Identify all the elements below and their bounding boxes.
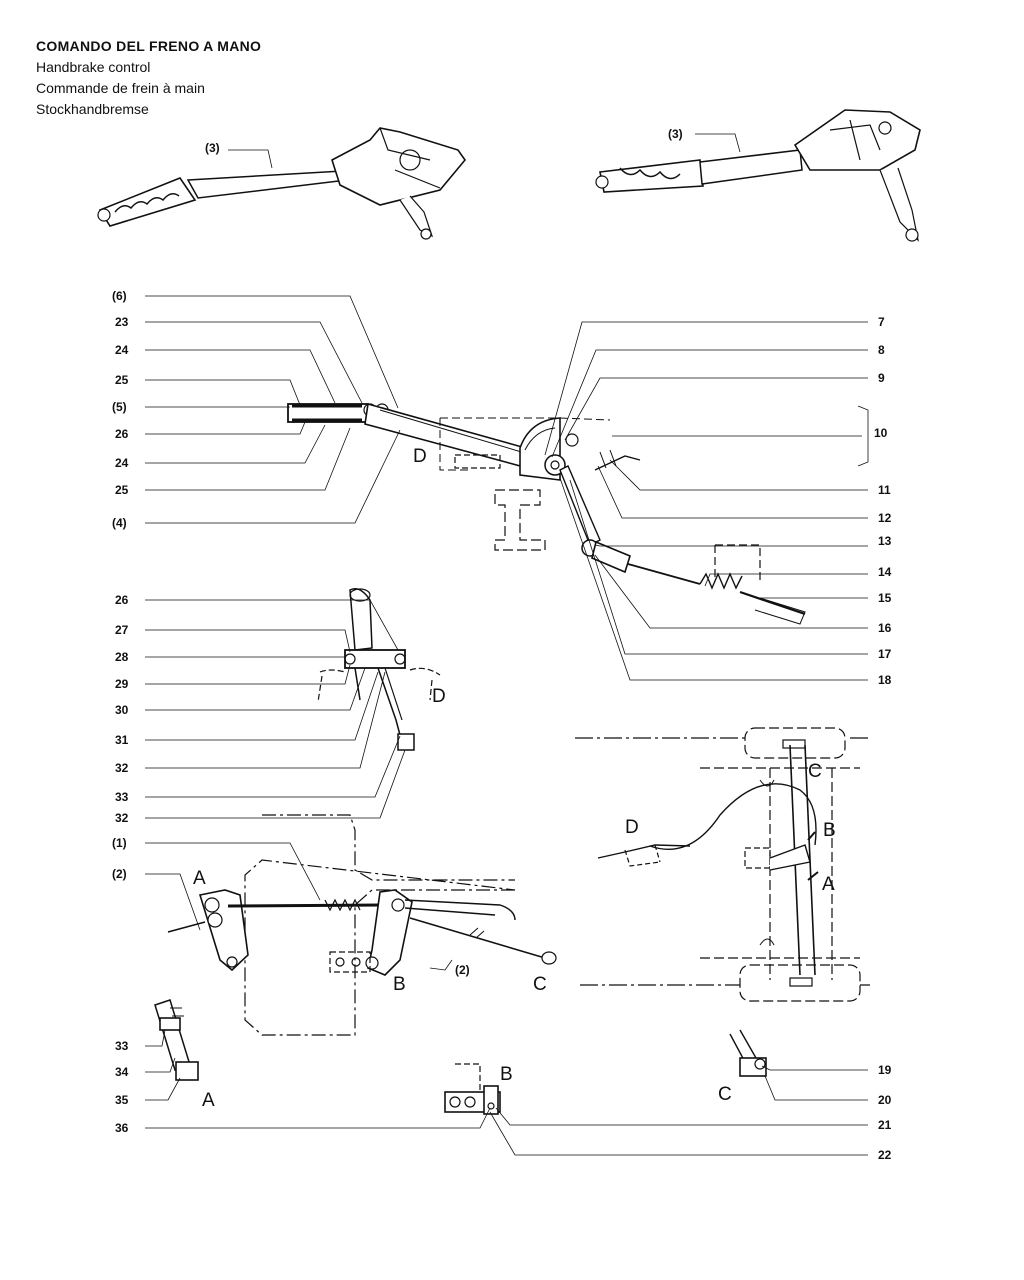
handbrake-lever-left (97, 127, 467, 240)
callout-6: (6) (112, 289, 127, 303)
callout-24-upper: 24 (115, 343, 129, 357)
detail-part-B (444, 1063, 501, 1115)
letter-A-detail: A (202, 1090, 215, 1111)
callout-35: 35 (115, 1093, 129, 1107)
callout-16: 16 (878, 621, 892, 635)
callout-22: 22 (878, 1148, 892, 1162)
letter-B-detail: B (500, 1064, 513, 1085)
callout-3-left: (3) (205, 141, 220, 155)
callout-24-lower: 24 (115, 456, 129, 470)
letter-B-chassis: B (823, 820, 836, 841)
diagram-title-block: COMANDO DEL FRENO A MANO Handbrake contr… (36, 36, 261, 120)
title-french: Commande de frein à main (36, 80, 205, 96)
chassis-schematic (575, 727, 870, 1002)
letter-A-chassis: A (822, 874, 835, 895)
callout-10: 10 (874, 426, 888, 440)
callout-26-middle: 26 (115, 593, 129, 607)
cable-bracket-assembly (317, 588, 441, 751)
callout-31: 31 (115, 733, 129, 747)
letter-C-chassis: C (808, 761, 822, 782)
letter-C-detail: C (718, 1084, 732, 1105)
callout-15: 15 (878, 591, 892, 605)
letter-D-chassis: D (625, 817, 639, 838)
rear-linkage-assembly (167, 814, 557, 1036)
callout-18: 18 (878, 673, 892, 687)
callout-21: 21 (878, 1118, 892, 1132)
callout-19: 19 (878, 1063, 892, 1077)
callout-17: 17 (878, 647, 892, 661)
callout-2-right: (2) (455, 963, 470, 977)
callout-32-lower: 32 (115, 811, 129, 825)
callout-13: 13 (878, 534, 892, 548)
callout-25-lower: 25 (115, 483, 129, 497)
letter-D-main: D (413, 446, 427, 467)
title-german: Stockhandbremse (36, 101, 149, 117)
callout-12: 12 (878, 511, 892, 525)
callout-9: 9 (878, 371, 885, 385)
callout-14: 14 (878, 565, 892, 579)
callout-3-right: (3) (668, 127, 683, 141)
title-english: Handbrake control (36, 59, 151, 75)
handbrake-lever-right (595, 109, 921, 242)
callout-32-upper: 32 (115, 761, 129, 775)
letter-C-linkage: C (533, 974, 547, 995)
callout-5: (5) (112, 400, 127, 414)
detail-part-C (729, 1029, 767, 1077)
letter-B-linkage: B (393, 974, 406, 995)
callout-30: 30 (115, 703, 129, 717)
callout-23: 23 (115, 315, 129, 329)
letter-D-bracket: D (432, 686, 446, 707)
title-italian: COMANDO DEL FRENO A MANO (36, 38, 262, 54)
callout-20: 20 (878, 1093, 892, 1107)
callout-36: 36 (115, 1121, 129, 1135)
detail-part-A (154, 999, 199, 1081)
callout-28: 28 (115, 650, 129, 664)
callout-25-upper: 25 (115, 373, 129, 387)
callout-11: 11 (878, 483, 891, 497)
main-lever-assembly (287, 402, 806, 625)
leader-lines (145, 133, 869, 1156)
callout-1: (1) (112, 836, 127, 850)
callout-26-upper: 26 (115, 427, 129, 441)
callout-8: 8 (878, 343, 885, 357)
callout-29: 29 (115, 677, 129, 691)
callout-33-lower: 33 (115, 1039, 129, 1053)
callout-4: (4) (112, 516, 127, 530)
letter-A-linkage: A (193, 868, 206, 889)
callout-2-left: (2) (112, 867, 127, 881)
callout-33-upper: 33 (115, 790, 129, 804)
callout-34: 34 (115, 1065, 129, 1079)
callout-27: 27 (115, 623, 129, 637)
callout-7: 7 (878, 315, 885, 329)
